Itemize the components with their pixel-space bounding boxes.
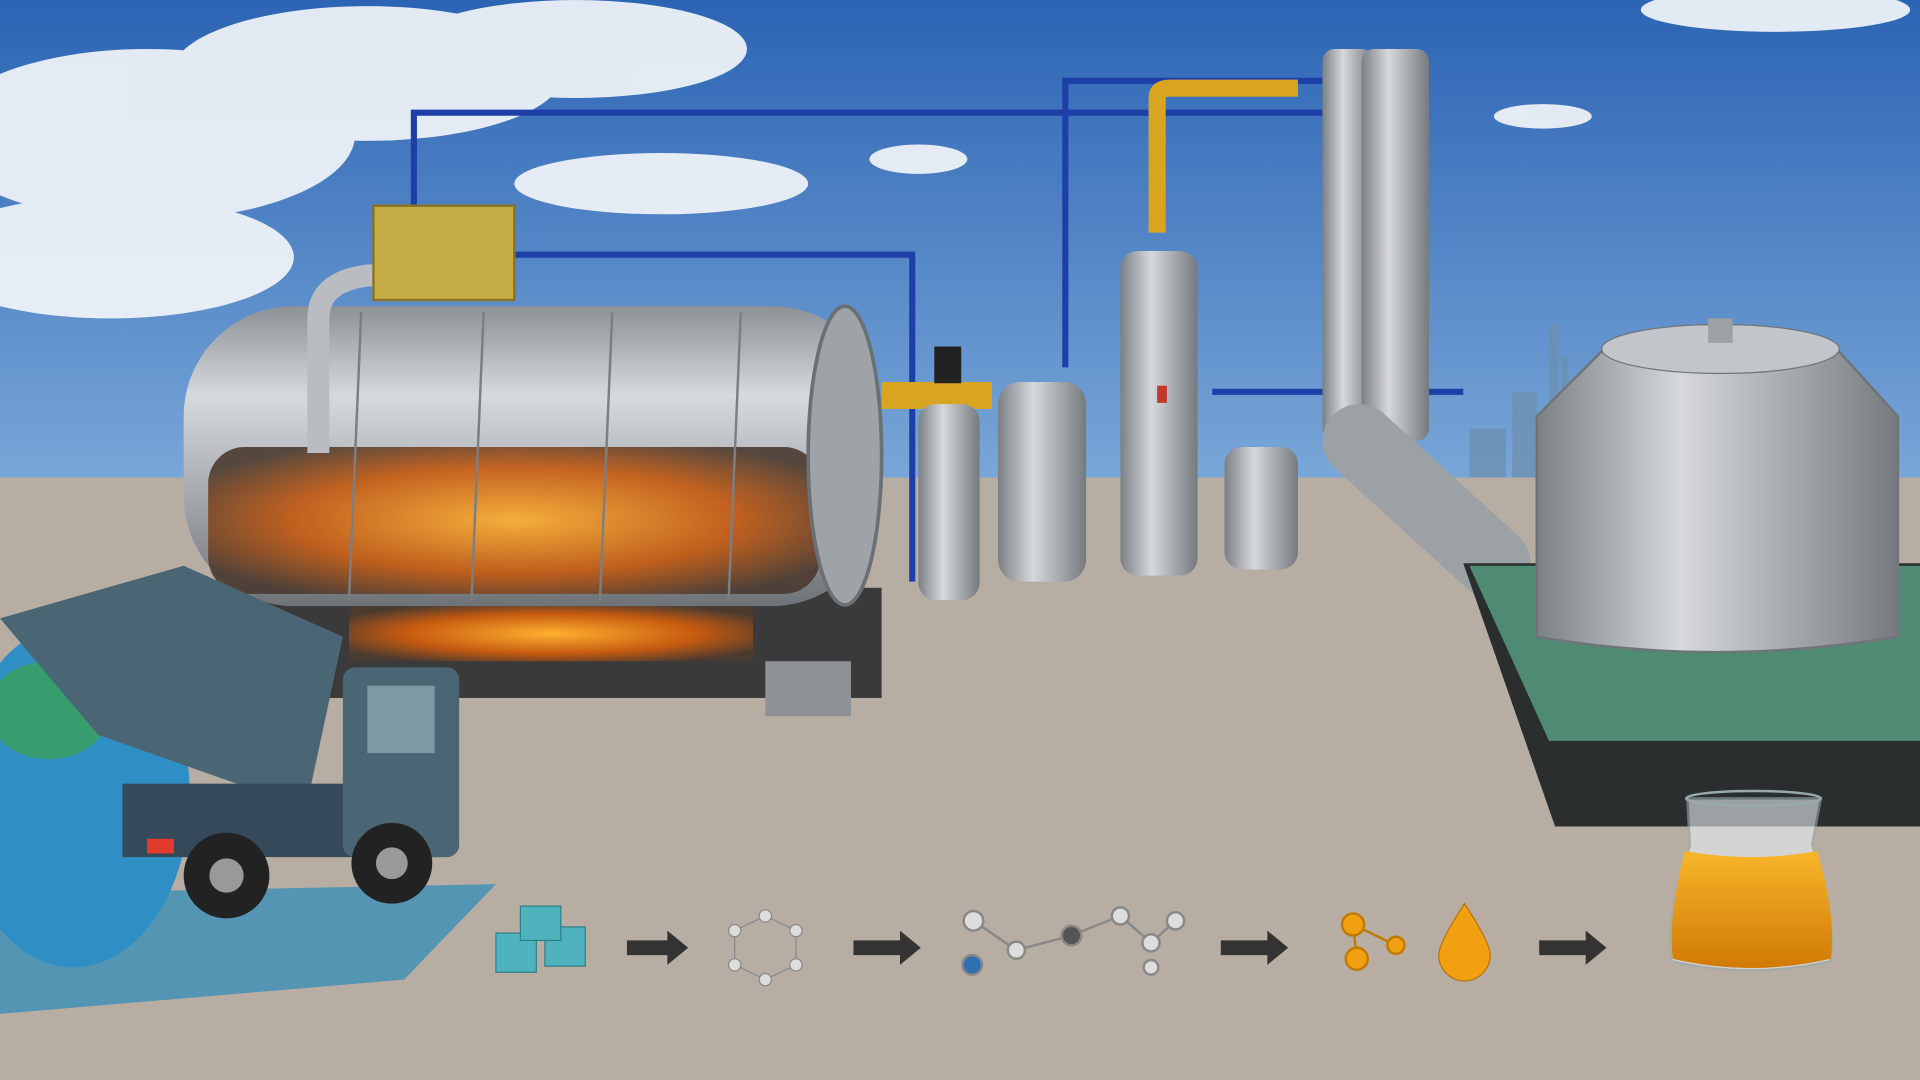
clouds — [0, 0, 1911, 319]
process-steps — [495, 789, 1834, 987]
yellow-pipe — [1148, 79, 1298, 233]
oil-beaker-icon — [1668, 789, 1834, 972]
arrow-right-icon — [853, 930, 921, 965]
garbage-truck — [0, 565, 496, 1014]
feed-hopper — [307, 204, 516, 454]
oil-drop-icon — [1438, 902, 1491, 982]
storage-tank — [1463, 318, 1920, 827]
arrow-right-icon — [1539, 930, 1607, 965]
small-molecule-icon — [1340, 912, 1406, 972]
arrow-right-icon — [1220, 930, 1289, 965]
cubes-icon — [495, 905, 586, 973]
lattice-molecule-icon — [727, 909, 803, 987]
condensers — [881, 48, 1531, 600]
arrow-right-icon — [626, 930, 689, 965]
reactor — [183, 304, 884, 717]
chain-molecule-icon — [961, 906, 1186, 976]
